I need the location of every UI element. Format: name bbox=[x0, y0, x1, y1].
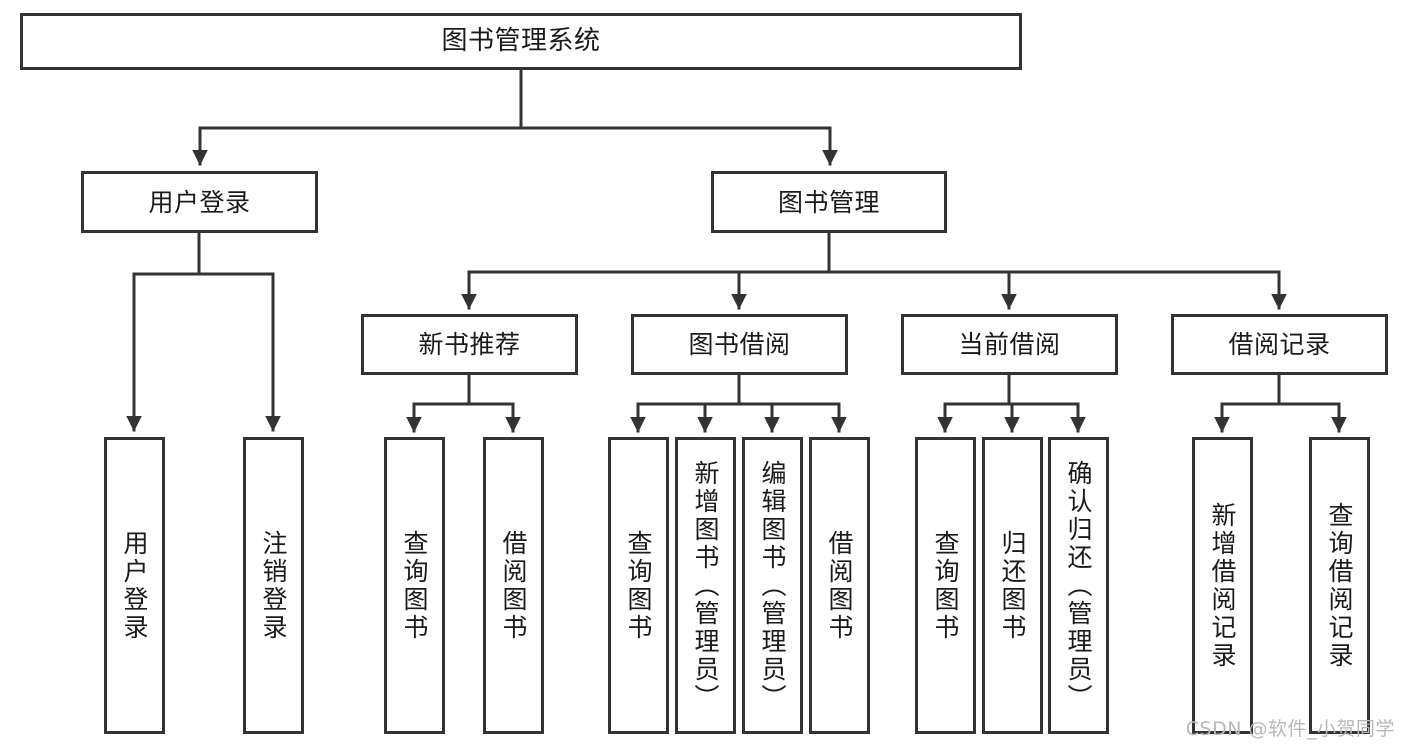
node-user-login[interactable]: 用户登录 bbox=[81, 171, 318, 233]
node-book-management[interactable]: 图书管理 bbox=[711, 171, 947, 233]
node-leaf-book-borrow-query[interactable]: 查询图书 bbox=[608, 437, 669, 734]
node-leaf-book-borrow-edit-label: 编辑图书（管理员） bbox=[758, 459, 787, 712]
node-leaf-user-login-signout[interactable]: 注销登录 bbox=[243, 437, 304, 734]
node-leaf-current-borrow-query[interactable]: 查询图书 bbox=[915, 437, 976, 734]
node-leaf-new-book-query-label: 查询图书 bbox=[400, 529, 429, 642]
node-leaf-borrow-record-add[interactable]: 新增借阅记录 bbox=[1192, 437, 1253, 734]
node-leaf-new-book-query[interactable]: 查询图书 bbox=[384, 437, 445, 734]
node-book-borrow-label: 图书借阅 bbox=[688, 330, 791, 359]
node-leaf-current-borrow-return-label: 归还图书 bbox=[998, 529, 1027, 642]
node-leaf-book-borrow-borrow[interactable]: 借阅图书 bbox=[809, 437, 870, 734]
node-leaf-book-borrow-add-label: 新增图书（管理员） bbox=[691, 459, 720, 712]
node-root-book-management-system[interactable]: 图书管理系统 bbox=[20, 13, 1022, 70]
node-leaf-current-borrow-return[interactable]: 归还图书 bbox=[982, 437, 1043, 734]
node-leaf-borrow-record-query-label: 查询借阅记录 bbox=[1325, 501, 1354, 670]
node-leaf-new-book-borrow[interactable]: 借阅图书 bbox=[483, 437, 544, 734]
node-new-book-recommend-label: 新书推荐 bbox=[418, 330, 521, 359]
node-leaf-user-login-signin-label: 用户登录 bbox=[120, 529, 149, 642]
node-leaf-book-borrow-borrow-label: 借阅图书 bbox=[825, 529, 854, 642]
node-user-login-label: 用户登录 bbox=[148, 187, 251, 217]
node-borrow-record-label: 借阅记录 bbox=[1228, 330, 1331, 359]
node-book-borrow[interactable]: 图书借阅 bbox=[631, 314, 848, 375]
node-leaf-book-borrow-add[interactable]: 新增图书（管理员） bbox=[675, 437, 736, 734]
node-leaf-new-book-borrow-label: 借阅图书 bbox=[499, 529, 528, 642]
node-leaf-book-borrow-edit[interactable]: 编辑图书（管理员） bbox=[742, 437, 803, 734]
node-current-borrow[interactable]: 当前借阅 bbox=[901, 314, 1118, 375]
node-leaf-current-borrow-confirm-return-label: 确认归还（管理员） bbox=[1064, 459, 1093, 712]
node-leaf-user-login-signout-label: 注销登录 bbox=[259, 529, 288, 642]
node-current-borrow-label: 当前借阅 bbox=[958, 330, 1061, 359]
node-new-book-recommend[interactable]: 新书推荐 bbox=[361, 314, 578, 375]
node-leaf-current-borrow-query-label: 查询图书 bbox=[931, 529, 960, 642]
node-root-label: 图书管理系统 bbox=[441, 26, 601, 57]
node-leaf-borrow-record-add-label: 新增借阅记录 bbox=[1208, 501, 1237, 670]
node-leaf-book-borrow-query-label: 查询图书 bbox=[624, 529, 653, 642]
node-leaf-current-borrow-confirm-return[interactable]: 确认归还（管理员） bbox=[1048, 437, 1109, 734]
node-book-management-label: 图书管理 bbox=[777, 187, 880, 217]
node-leaf-borrow-record-query[interactable]: 查询借阅记录 bbox=[1309, 437, 1370, 734]
node-borrow-record[interactable]: 借阅记录 bbox=[1171, 314, 1388, 375]
node-leaf-user-login-signin[interactable]: 用户登录 bbox=[104, 437, 165, 734]
